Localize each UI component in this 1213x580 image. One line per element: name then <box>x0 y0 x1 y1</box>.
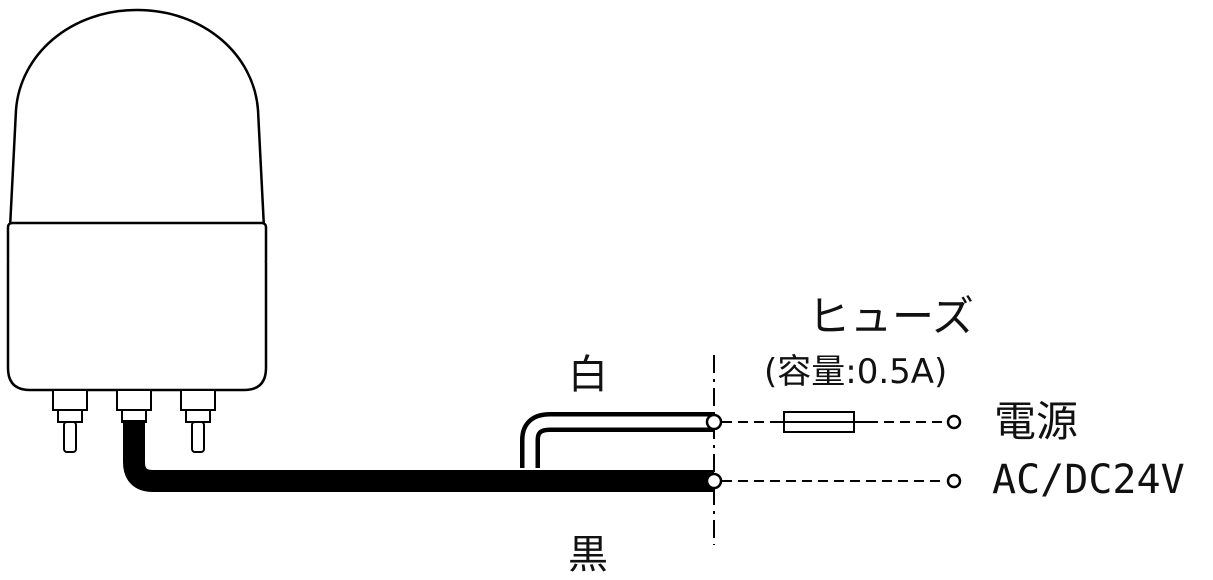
light-dome <box>8 8 266 229</box>
black-wire-label: 黒 <box>568 532 608 578</box>
light-base <box>6 262 268 392</box>
white-wire <box>524 416 714 468</box>
fuse-capacity-label: (容量:0.5A) <box>764 352 948 392</box>
black-wire <box>123 420 714 492</box>
white-wire-outline <box>520 412 714 468</box>
power-terminal-lower <box>946 473 962 489</box>
black-wire-end <box>705 472 723 490</box>
signal-light <box>6 8 268 392</box>
terminals <box>52 389 216 453</box>
power-label: 電源 <box>994 397 1079 446</box>
white-wire-end <box>705 413 723 431</box>
power-spec-label: AC/DC24V <box>992 457 1185 503</box>
light-collar <box>6 221 268 267</box>
white-wire-label: 白 <box>568 352 608 398</box>
fuse-label: ヒューズ <box>808 292 974 341</box>
power-terminal-upper <box>946 414 962 430</box>
